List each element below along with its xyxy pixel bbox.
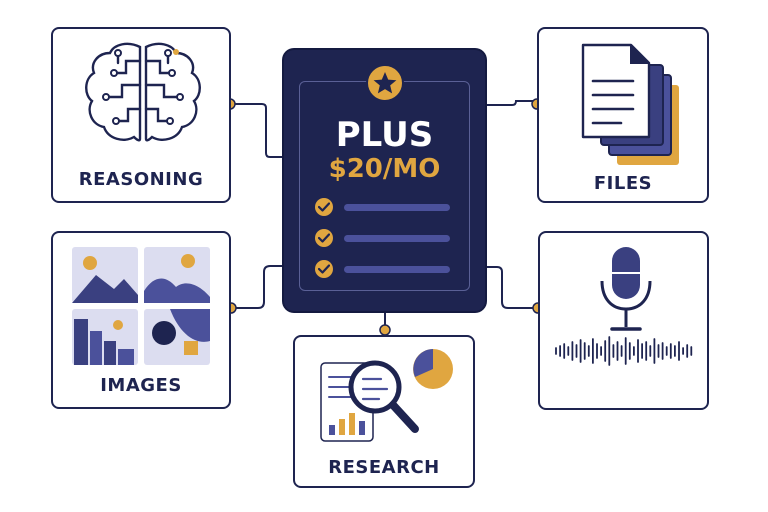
star-badge-icon bbox=[366, 64, 404, 102]
feature-placeholder-bar bbox=[344, 266, 450, 273]
feature-label: REASONING bbox=[78, 169, 204, 190]
plan-name: PLUS bbox=[335, 115, 434, 155]
documents-icon bbox=[581, 43, 679, 165]
sound-wave-icon bbox=[555, 336, 693, 366]
feature-placeholder-bar bbox=[344, 235, 450, 242]
feature-placeholder-bar bbox=[344, 204, 450, 211]
plan-price: $20/MO bbox=[328, 154, 441, 184]
research-card: RESEARCH bbox=[293, 335, 475, 488]
check-icon bbox=[315, 229, 333, 247]
research-icon bbox=[320, 349, 453, 442]
brain-icon bbox=[85, 42, 201, 142]
images-card: IMAGES bbox=[51, 231, 231, 409]
plan-card: PLUS $20/MO bbox=[284, 50, 485, 311]
microphone-icon bbox=[600, 247, 652, 331]
feature-label: IMAGES bbox=[100, 375, 182, 396]
reasoning-card: REASONING bbox=[51, 27, 231, 203]
feature-label: RESEARCH bbox=[328, 457, 440, 478]
check-icon bbox=[315, 260, 333, 278]
check-icon bbox=[315, 198, 333, 216]
voice-card bbox=[538, 231, 709, 410]
feature-label: FILES bbox=[593, 173, 653, 194]
image-gallery-icon bbox=[72, 247, 210, 365]
files-card: FILES bbox=[537, 27, 709, 203]
